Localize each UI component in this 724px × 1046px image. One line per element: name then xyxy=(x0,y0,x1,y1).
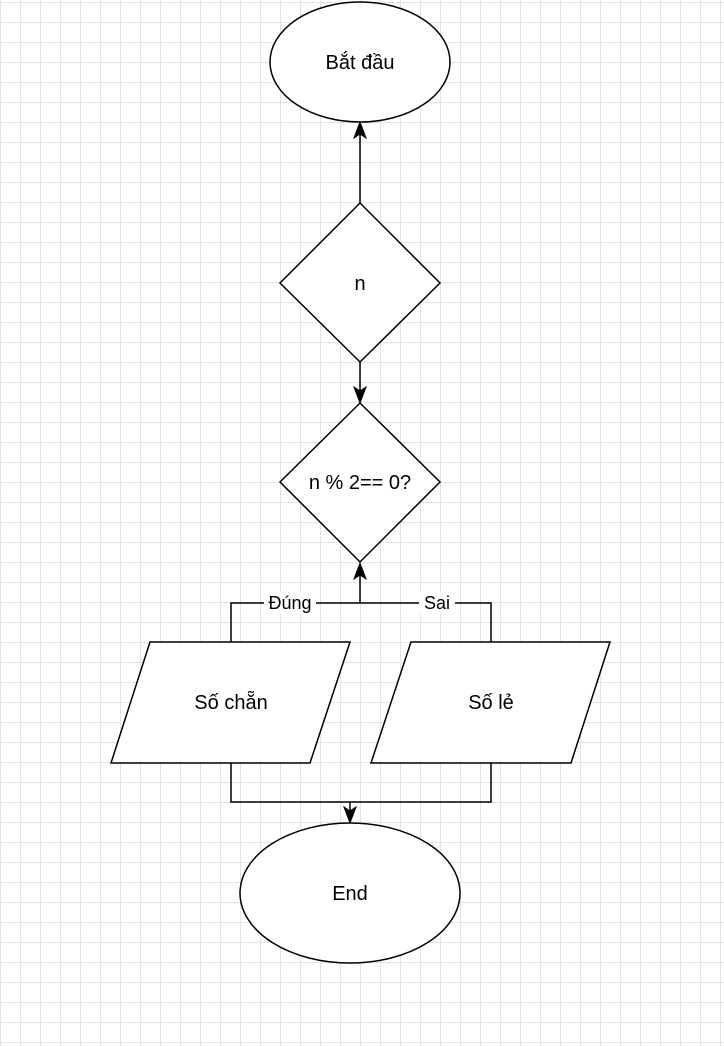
node-end[interactable]: End xyxy=(239,822,461,964)
odd-label: Số lẻ xyxy=(468,692,514,714)
node-start[interactable]: Bắt đầu xyxy=(269,1,451,123)
edges: Đúng Sai xyxy=(230,120,492,825)
odd-parallelogram xyxy=(369,641,612,764)
node-input-n[interactable]: n xyxy=(278,201,442,364)
edge-label-false: Sai xyxy=(424,593,450,613)
even-parallelogram xyxy=(109,641,352,764)
input-label: n xyxy=(354,273,365,295)
arrowhead-decision-bottom xyxy=(352,561,368,581)
false-label-bg xyxy=(419,592,455,614)
node-odd[interactable]: Số lẻ xyxy=(369,641,612,764)
arrowhead-start xyxy=(352,120,368,140)
edge-label-true: Đúng xyxy=(268,593,311,613)
arrowhead-end xyxy=(342,805,358,825)
arrowhead-decision xyxy=(352,385,368,405)
decision-label: n % 2== 0? xyxy=(309,472,411,494)
start-label: Bắt đầu xyxy=(326,51,395,74)
edge-branches[interactable] xyxy=(230,602,492,642)
input-diamond xyxy=(278,201,442,364)
edge-merge-to-end[interactable] xyxy=(230,763,492,803)
even-label: Số chẵn xyxy=(194,691,267,714)
node-decision[interactable]: n % 2== 0? xyxy=(278,401,442,564)
node-even[interactable]: Số chẵn xyxy=(109,641,352,764)
start-ellipse xyxy=(269,1,451,123)
end-ellipse xyxy=(239,822,461,964)
decision-diamond xyxy=(278,401,442,564)
true-label-bg xyxy=(264,592,316,614)
end-label: End xyxy=(332,883,368,905)
